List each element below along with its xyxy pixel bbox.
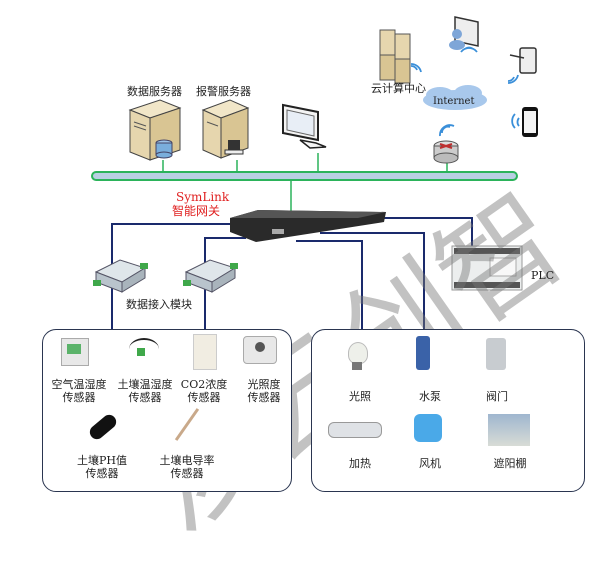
ethernet-bus xyxy=(91,171,518,181)
actuator-label: 遮阳棚 xyxy=(493,457,527,470)
alarm-server-icon xyxy=(201,99,250,159)
user-pc-icon xyxy=(449,16,479,50)
actuator-label: 阀门 xyxy=(486,390,508,403)
plc-label: PLC xyxy=(531,269,555,282)
tablet-icon xyxy=(509,47,537,74)
valve-icon xyxy=(486,338,506,370)
gateway-label-en: SymLink xyxy=(176,190,230,204)
internet-cloud-icon xyxy=(423,85,487,110)
soil-ph-sensor-icon xyxy=(87,411,119,443)
wire-module-2 xyxy=(204,237,246,330)
wire-actuators-1 xyxy=(296,240,363,330)
monitor-icon xyxy=(282,103,327,149)
sensor-panel: 空气温湿度传感器 土壤温湿度传感器 CO2浓度传感器 光照度传感器 土壤PH值传… xyxy=(42,329,292,492)
wifi-icon xyxy=(410,46,520,137)
data-server-icon xyxy=(128,99,182,161)
light-bulb-base-icon xyxy=(352,362,362,370)
sensor-label: 空气温湿度传感器 xyxy=(51,378,107,404)
data-module-icon-2 xyxy=(183,259,238,293)
soil-ec-sensor-icon xyxy=(174,408,200,441)
sensor-label: 土壤PH值传感器 xyxy=(77,454,127,480)
actuator-label: 水泵 xyxy=(419,390,441,403)
co2-sensor-icon xyxy=(193,334,217,370)
light-bulb-icon xyxy=(348,342,368,364)
light-sensor-icon xyxy=(243,336,277,364)
water-pump-icon xyxy=(416,336,430,370)
data-module-label: 数据接入模块 xyxy=(126,298,192,311)
actuator-panel: 光照 水泵 阀门 加热 风机 遮阳棚 xyxy=(311,329,585,492)
gateway-device-icon xyxy=(230,210,386,242)
gateway-label-cn: 智能网关 xyxy=(172,204,221,218)
soil-temp-humidity-sensor-icon xyxy=(129,338,159,360)
alarm-server-label: 报警服务器 xyxy=(196,85,251,98)
cloud-computing-center-icon xyxy=(379,29,411,84)
heater-icon xyxy=(328,422,382,438)
plc-icon xyxy=(451,245,523,291)
data-module-icon-1 xyxy=(93,259,148,293)
internet-label: Internet xyxy=(433,96,475,107)
sunshade-icon xyxy=(488,414,530,446)
fan-icon xyxy=(414,414,442,442)
sensor-label: 土壤温湿度传感器 xyxy=(117,378,173,404)
sensor-label: CO2浓度传感器 xyxy=(180,378,228,404)
wiring-diagram xyxy=(91,16,538,330)
actuator-label: 加热 xyxy=(349,457,371,470)
data-server-label: 数据服务器 xyxy=(127,85,182,98)
air-temp-humidity-sensor-icon xyxy=(61,338,89,366)
actuator-label: 光照 xyxy=(349,390,371,403)
cloud-center-label: 云计算中心 xyxy=(371,82,426,95)
router-icon xyxy=(433,140,459,164)
wire-module-1 xyxy=(111,223,230,330)
actuator-label: 风机 xyxy=(419,457,441,470)
wire-plc xyxy=(380,217,473,246)
wire-actuators-2 xyxy=(320,232,425,330)
sensor-label: 土壤电导率传感器 xyxy=(159,454,215,480)
sensor-label: 光照度传感器 xyxy=(247,378,281,404)
smartphone-icon xyxy=(522,107,538,137)
